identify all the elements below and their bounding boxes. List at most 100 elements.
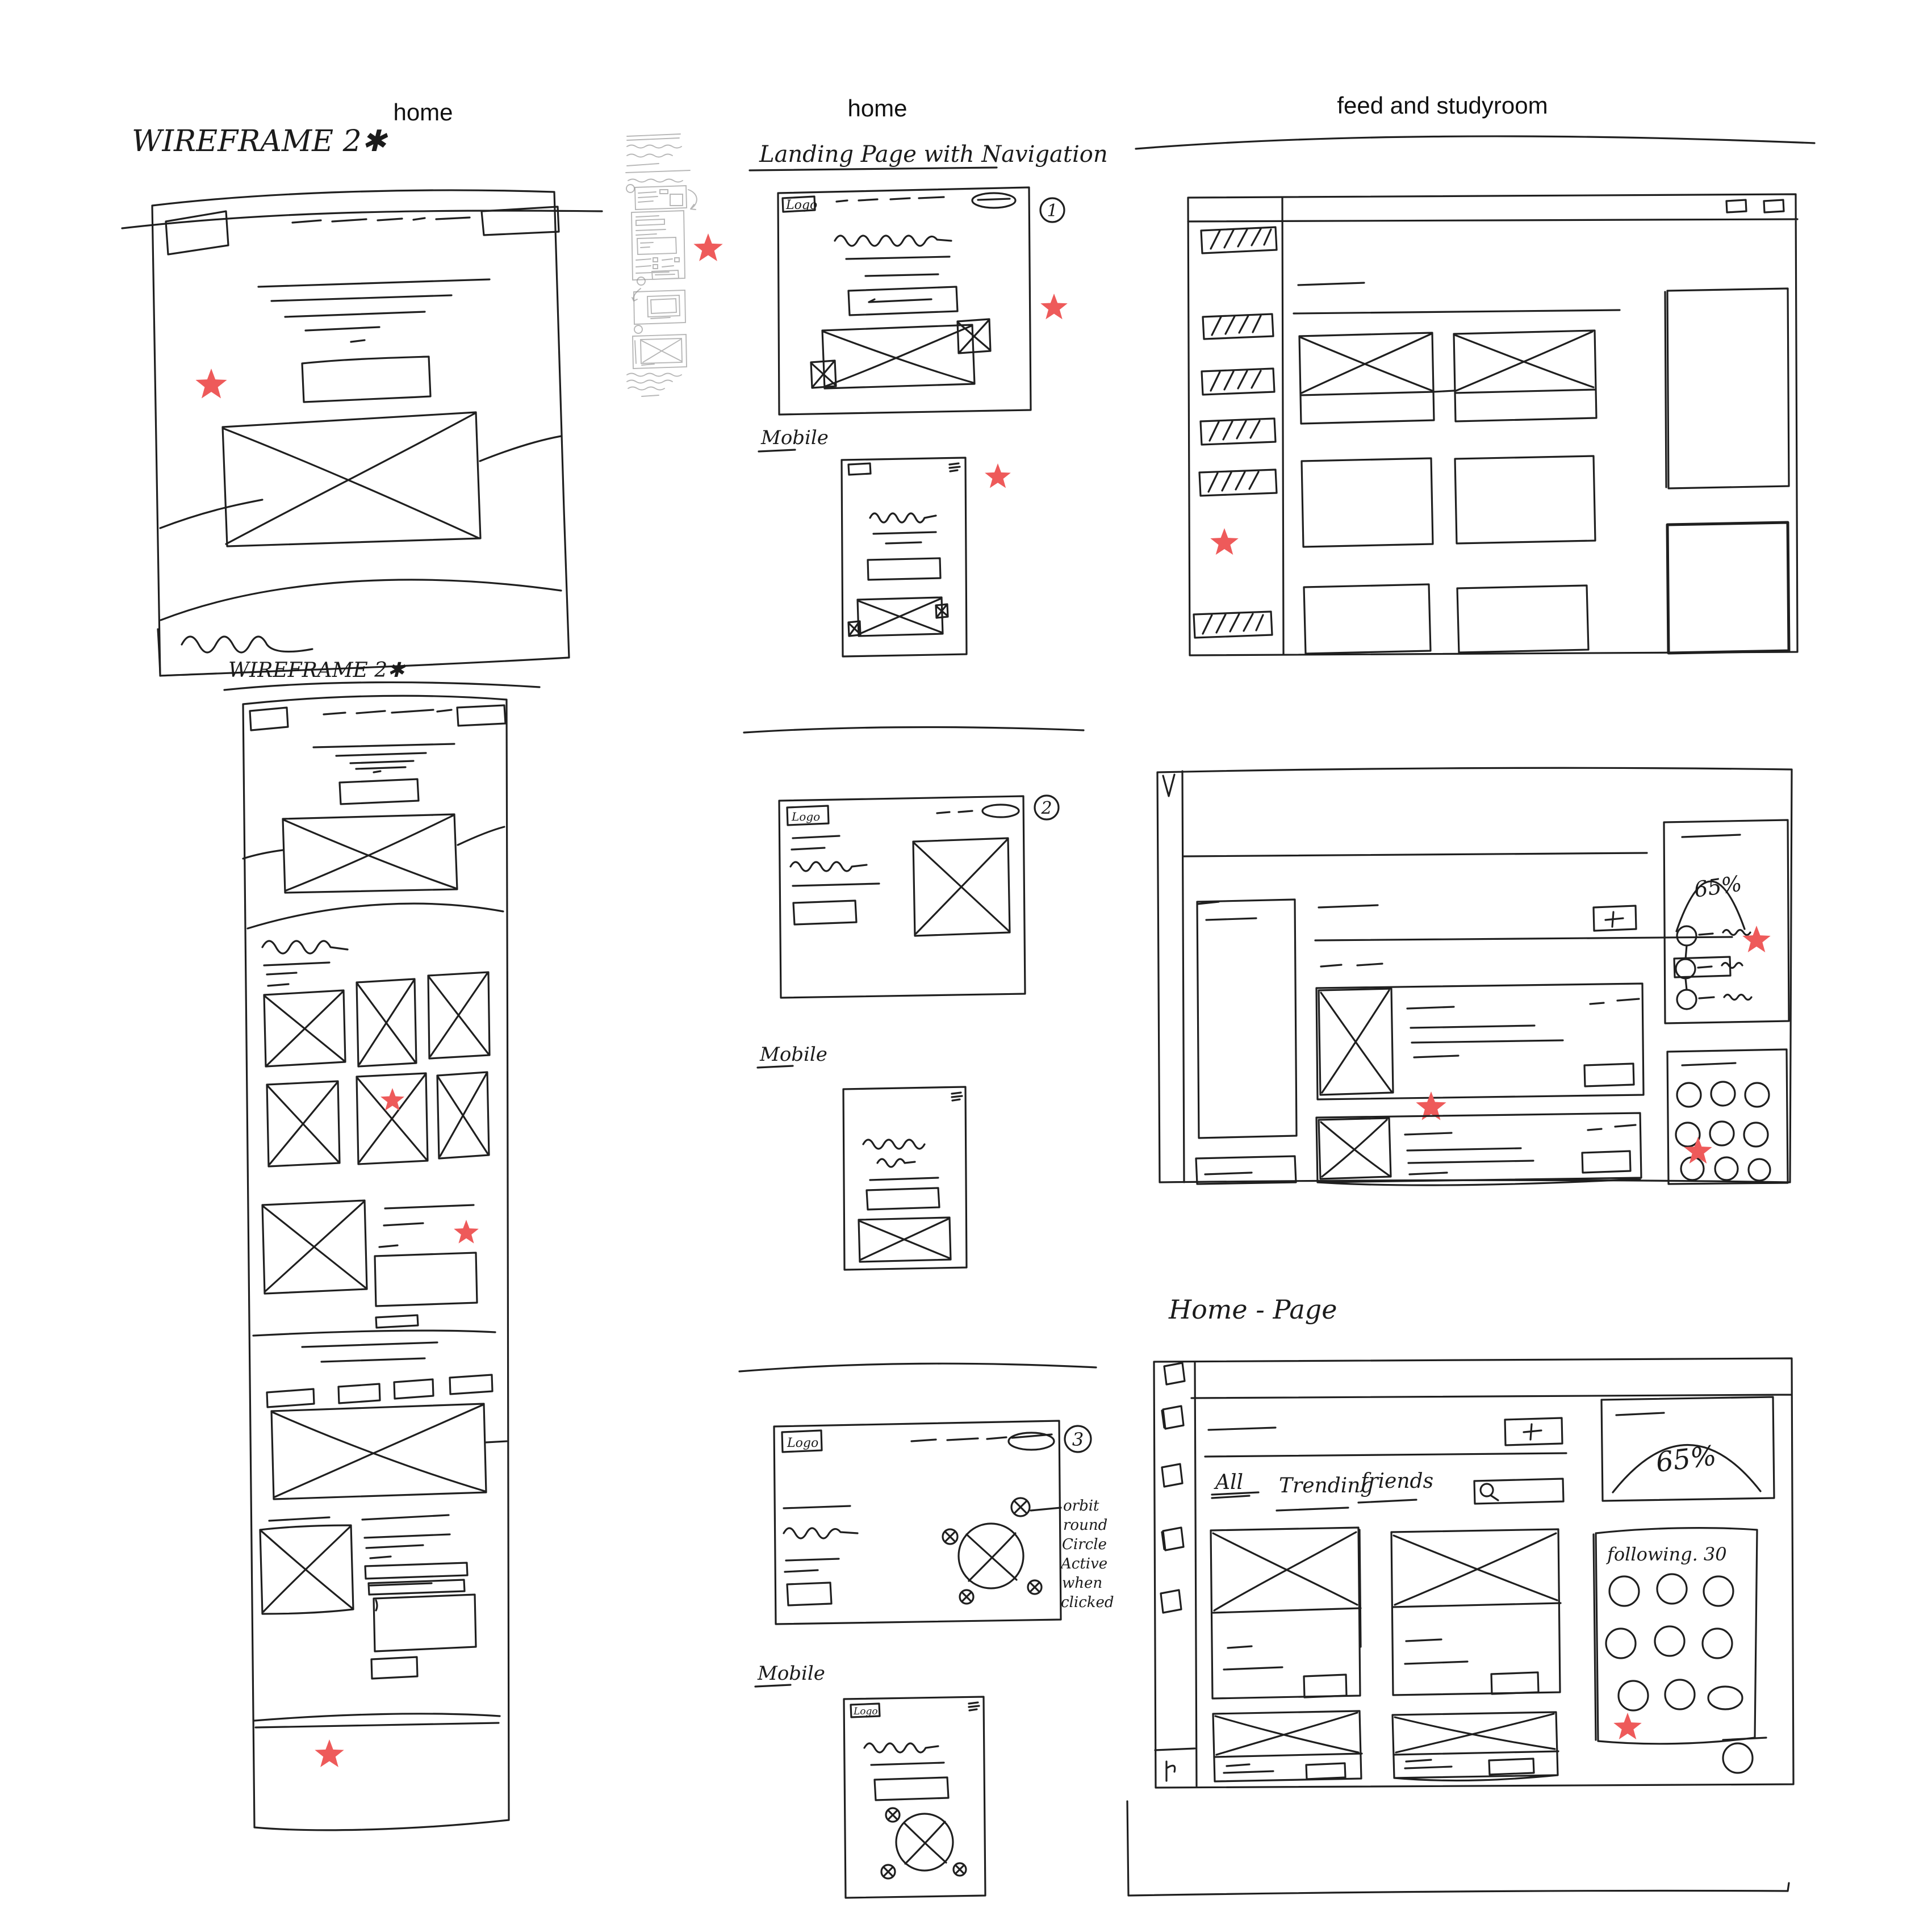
tab-chips bbox=[266, 1374, 494, 1408]
mobile-label-1: Mobile bbox=[758, 426, 829, 453]
feed-card bbox=[1303, 583, 1432, 655]
progress-gauge-panel: 65% bbox=[1663, 819, 1790, 1024]
mobile-label-2: Mobile bbox=[756, 1043, 827, 1069]
logo-placeholder bbox=[249, 706, 289, 731]
image-placeholder bbox=[858, 1216, 952, 1263]
svg-text:Mobile: Mobile bbox=[757, 1662, 825, 1685]
post-image-x bbox=[1212, 1531, 1362, 1614]
vote-star-icon bbox=[693, 233, 723, 261]
mobile-label-3: Mobile bbox=[754, 1662, 825, 1688]
post-card bbox=[1212, 1710, 1363, 1783]
logo-placeholder bbox=[165, 210, 229, 256]
tab-friends: friends bbox=[1359, 1470, 1433, 1493]
feed-card bbox=[1454, 455, 1596, 545]
studyroom-list-card bbox=[1315, 1112, 1642, 1186]
search-box bbox=[1473, 1478, 1565, 1505]
vote-star-icon bbox=[985, 463, 1011, 488]
orbit-node-icons bbox=[942, 1497, 1043, 1605]
sketch-landing-mobile-2 bbox=[842, 1086, 968, 1271]
handwritten-section-title: Landing Page with Navigation bbox=[759, 141, 1108, 168]
nav-dashes bbox=[936, 810, 973, 814]
card-image bbox=[356, 1072, 429, 1165]
logo-box bbox=[781, 195, 816, 213]
card-image bbox=[356, 978, 417, 1068]
card-image bbox=[266, 1080, 341, 1168]
logo-box bbox=[781, 1429, 823, 1453]
sketch-landing-desktop-1: Logo 1 bbox=[777, 186, 1068, 416]
sketch-home-long-scroll bbox=[242, 694, 510, 1831]
plus-icon bbox=[1504, 1417, 1563, 1446]
hero-text-lines bbox=[257, 278, 491, 343]
logo-label: Logo bbox=[853, 1706, 878, 1717]
feed-card bbox=[1300, 457, 1434, 548]
pill-button bbox=[1007, 1432, 1055, 1451]
vote-star-icon bbox=[195, 369, 227, 399]
squiggle-heading bbox=[261, 940, 349, 955]
badge-number: 1 bbox=[1047, 201, 1057, 221]
sidebar-panel bbox=[1196, 898, 1298, 1139]
logo-box bbox=[847, 462, 872, 476]
section-overline bbox=[1135, 135, 1816, 150]
svg-text:Mobile: Mobile bbox=[759, 1043, 827, 1066]
banner-image bbox=[270, 1403, 508, 1500]
sketch-home-page-window: All Trending friends bbox=[1153, 1357, 1795, 1789]
logo-label: Logo bbox=[785, 198, 817, 212]
card-image bbox=[436, 1071, 490, 1160]
hamburger-menu-icon bbox=[948, 462, 961, 472]
svg-text:round: round bbox=[1063, 1517, 1107, 1534]
post-image-x bbox=[1213, 1712, 1363, 1758]
right-rail-panel bbox=[1664, 287, 1790, 489]
badge-circle bbox=[1039, 197, 1065, 223]
post-image-x bbox=[1391, 1532, 1562, 1608]
badge-circle bbox=[1064, 1425, 1092, 1453]
floating-action-circle bbox=[1722, 1742, 1754, 1774]
vote-star-icon bbox=[1040, 294, 1068, 320]
tabs-row: All Trending friends bbox=[1211, 1470, 1565, 1512]
cta-button bbox=[865, 1187, 940, 1211]
sidebar-page-icons bbox=[1160, 1362, 1186, 1614]
window-control-buttons bbox=[1725, 199, 1785, 214]
nav-action-box bbox=[456, 704, 507, 727]
squiggle-heading bbox=[869, 512, 937, 524]
cta-button bbox=[867, 557, 942, 581]
feed-card-grid bbox=[1298, 329, 1598, 655]
sketch-landing-desktop-3: Logo orbit round Circle Active when clic… bbox=[773, 1420, 1114, 1625]
sidebar-item-scribbles bbox=[1193, 226, 1278, 639]
pill-button bbox=[971, 192, 1017, 209]
gauge-arc bbox=[1612, 1444, 1762, 1493]
card-image bbox=[427, 971, 491, 1060]
squiggle-heading bbox=[789, 861, 868, 872]
orbit-circle bbox=[895, 1813, 954, 1872]
landing-section-title: Landing Page with Navigation bbox=[748, 141, 1108, 171]
feature-image bbox=[261, 1199, 368, 1295]
squiggle-heading bbox=[863, 1742, 939, 1754]
thumbnail-x bbox=[1318, 988, 1394, 1096]
squiggle-heading bbox=[783, 1527, 859, 1539]
vote-star-icon bbox=[1613, 1713, 1642, 1740]
badge-circle bbox=[1034, 794, 1060, 821]
card-button bbox=[1583, 1062, 1635, 1087]
section-divider bbox=[738, 1362, 1097, 1373]
card-button bbox=[1305, 1762, 1346, 1780]
action-box bbox=[1673, 956, 1732, 978]
nav-dashes bbox=[910, 1436, 1007, 1442]
image-placeholder bbox=[912, 837, 1011, 937]
small-x-box bbox=[847, 620, 862, 637]
post-image-x bbox=[1392, 1713, 1559, 1756]
vote-star-icon bbox=[315, 1739, 344, 1767]
badge-number: 3 bbox=[1072, 1429, 1084, 1450]
sidebar-divider bbox=[1281, 196, 1285, 655]
gauge-value: 65% bbox=[1692, 871, 1743, 902]
vote-star-icon bbox=[1742, 926, 1771, 953]
image-placeholder bbox=[856, 596, 944, 637]
logo-box bbox=[786, 805, 830, 826]
image-placeholder bbox=[282, 813, 458, 894]
gauge-arc bbox=[1675, 880, 1746, 932]
nav-dashes bbox=[291, 216, 471, 224]
studyroom-list-card bbox=[1315, 982, 1645, 1101]
card-button bbox=[1303, 1673, 1348, 1698]
orbit-annotation: orbit round Circle Active when clicked bbox=[1060, 1497, 1114, 1611]
cta-button bbox=[786, 1582, 833, 1606]
column-label-middle: home bbox=[847, 95, 907, 122]
